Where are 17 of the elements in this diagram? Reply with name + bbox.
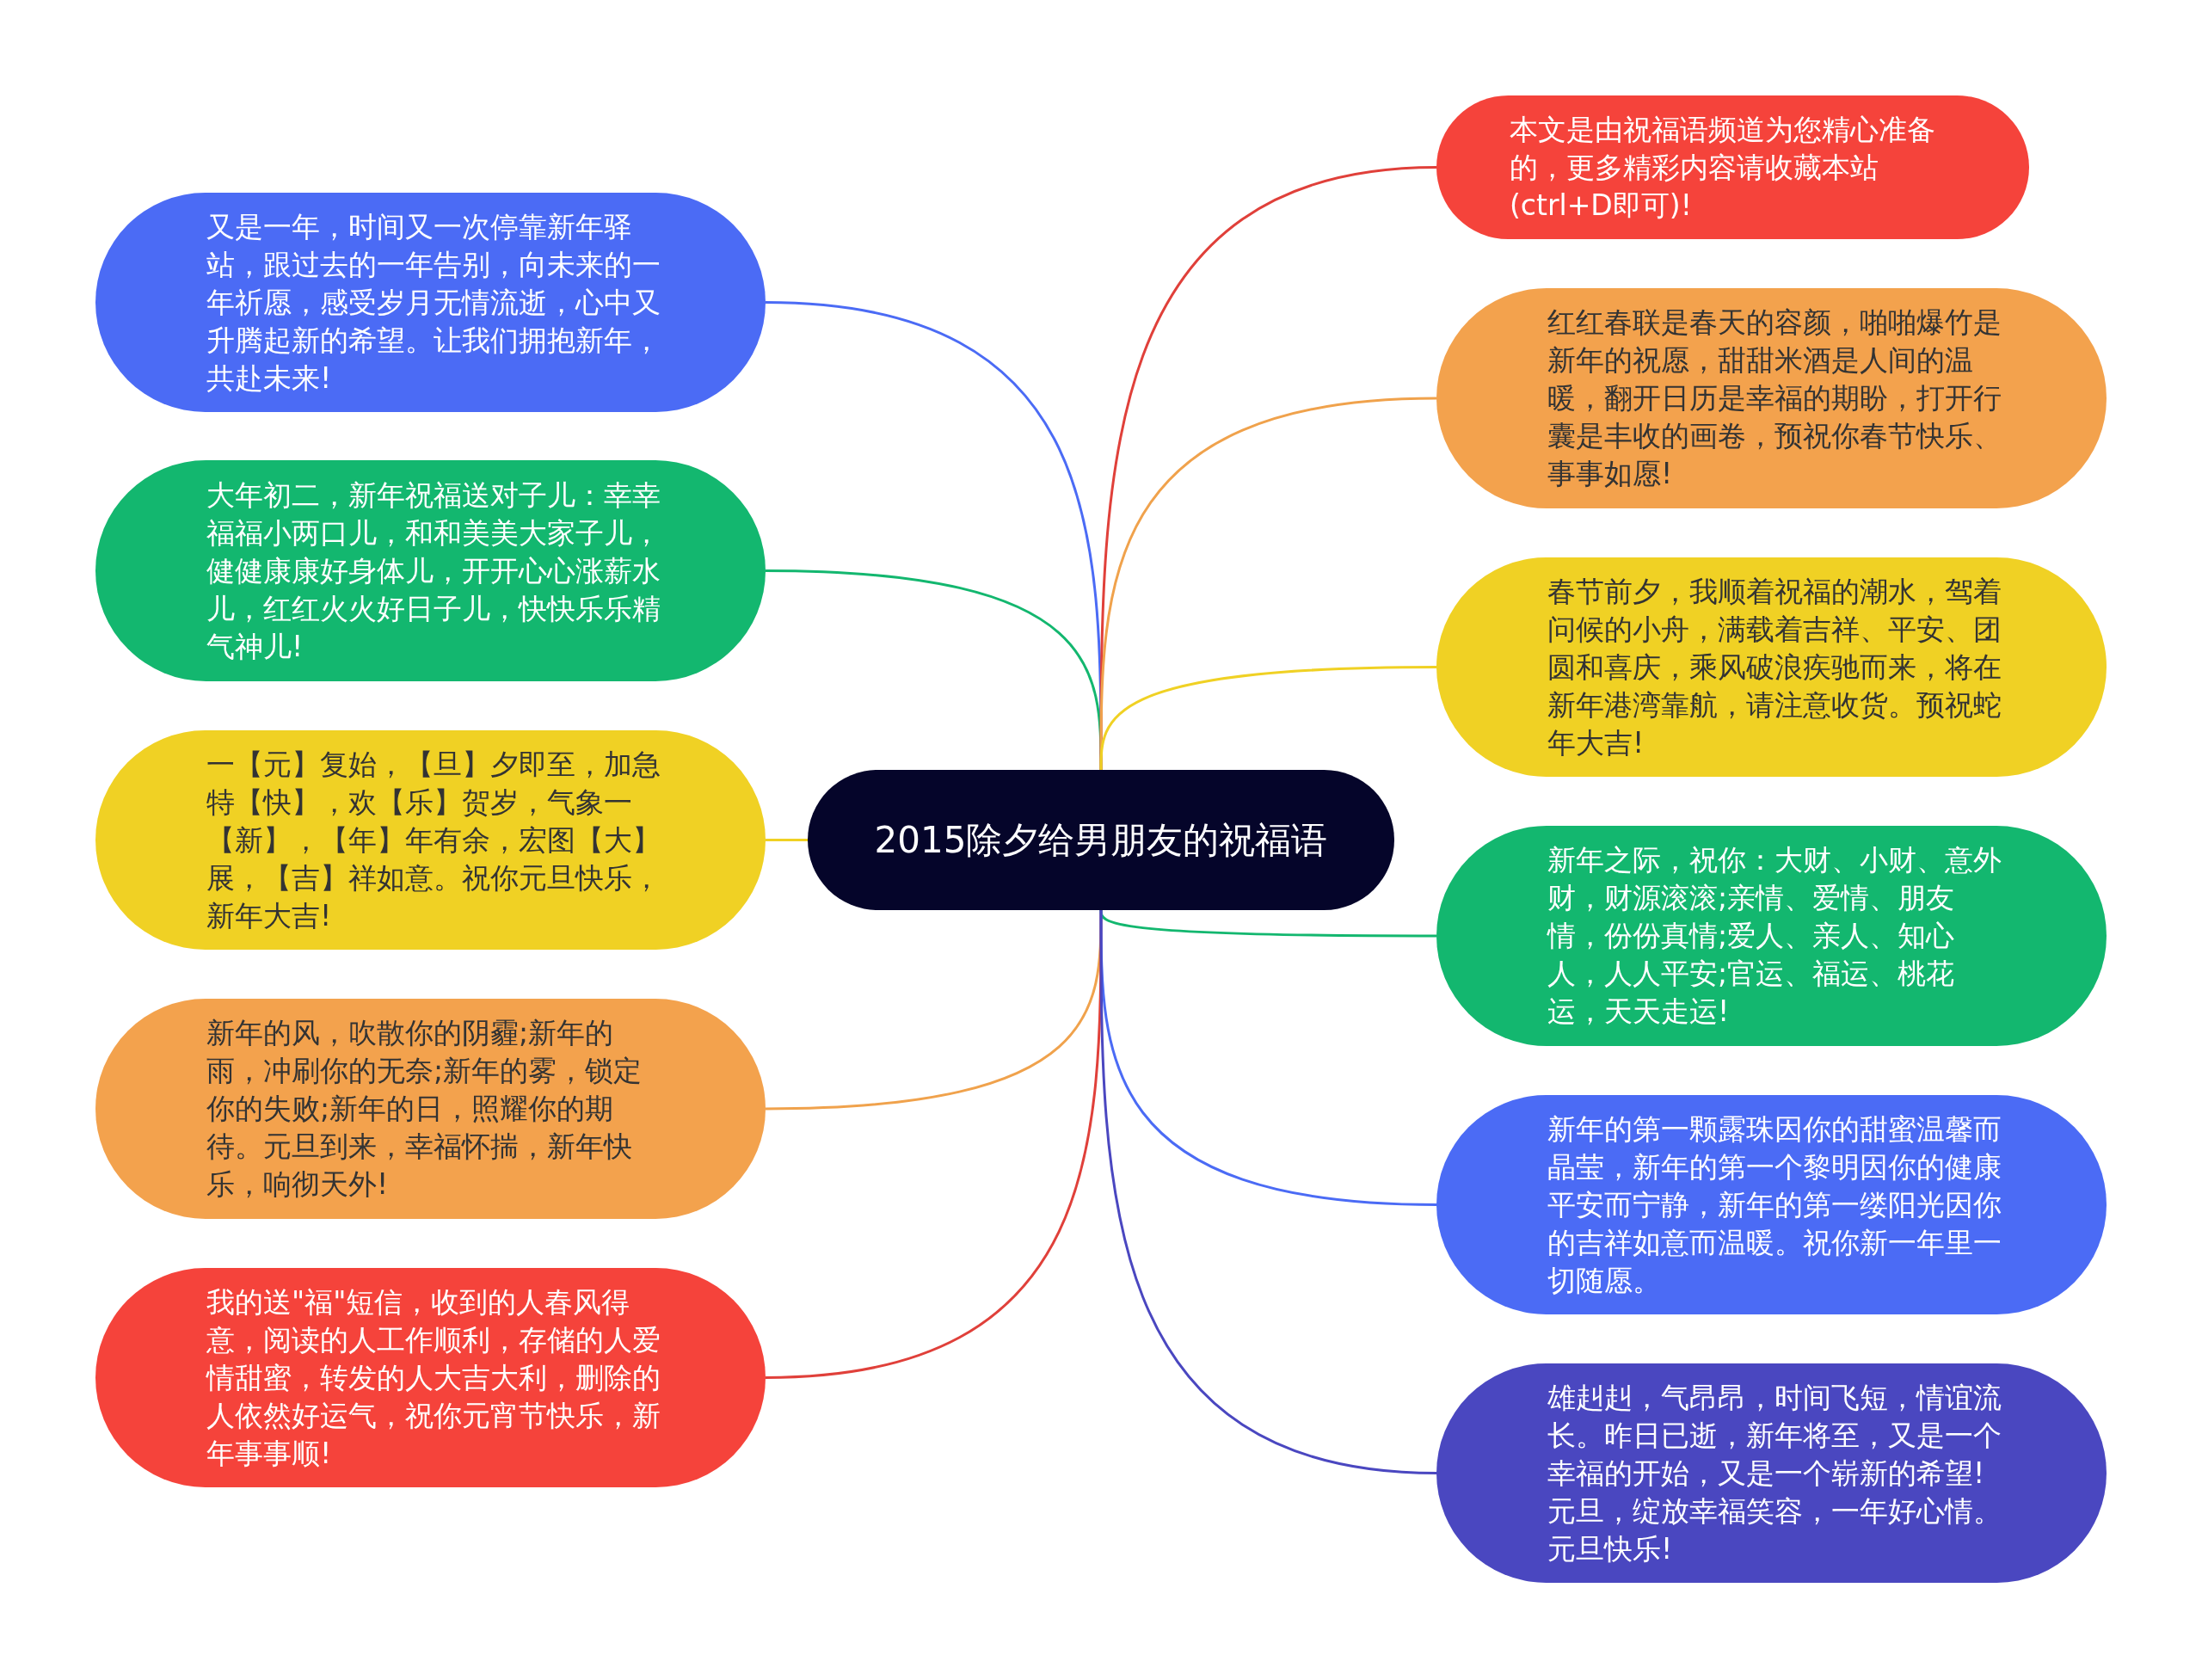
wish-text: 新年之际，祝你：大财、小财、意外财，财源滚滚;亲情、爱情、朋友情，份份真情;爱人、亲人、知心人，人人平安;官运、福运、桃花运，天天走运!: [1547, 842, 2002, 1030]
wish-text: 新年的风，吹散你的阴霾;新年的雨，冲刷你的无奈;新年的雾，锁定你的失败;新年的日，照耀你的期待。元旦到来，幸福怀揣，新年快乐，响彻天外!: [206, 1015, 643, 1203]
topic-title: 2015除夕给男朋友的祝福语: [874, 817, 1328, 863]
wish-text: 一【元】复始，【旦】夕即至，加急特【快】，欢【乐】贺岁，气象一【新】，【年】年有余，宏图【大】展，【吉】祥如意。祝你元旦快乐，新年大吉!: [206, 746, 661, 934]
connector-line: [765, 569, 1103, 770]
connector-line: [766, 839, 808, 841]
wish-text: 春节前夕，我顺着祝福的潮水，驾着问候的小舟，满载着吉祥、平安、团圆和喜庆，乘风破浪疾驰而来，将在新年港湾靠航，请注意收货。预祝蛇年大吉!: [1547, 573, 2002, 761]
connector-line: [1099, 666, 1436, 771]
connector-line: [1099, 397, 1437, 770]
wish-text: 大年初二，新年祝福送对子儿：幸幸福福小两口儿，和和美美大家子儿，健健康康好身体儿，开开心心涨薪水儿，红红火火好日子儿，快快乐乐精气神儿!: [206, 477, 661, 665]
wish-text: 我的送"福"短信，收到的人春风得意，阅读的人工作顺利，存储的人爱情甜蜜，转发的人大吉大利，删除的人依然好运气，祝你元宵节快乐，新年事事顺!: [206, 1283, 661, 1472]
wish-text: 本文是由祝福语频道为您精心准备的，更多精彩内容请收藏本站(ctrl+D即可)!: [1510, 111, 1936, 224]
connector-line: [765, 910, 1103, 1379]
wish-text: 又是一年，时间又一次停靠新年驿站，跟过去的一年告别，向未来的一年祈愿，感受岁月无情流逝，心中又升腾起新的希望。让我们拥抱新年，共赴未来!: [206, 208, 661, 397]
wish-text: 新年的第一颗露珠因你的甜蜜温馨而晶莹，新年的第一个黎明因你的健康平安而宁静，新年的第一缕阳光因你的吉祥如意而温暖。祝你新一年里一切随愿。: [1547, 1111, 2002, 1299]
wish-text: 雄赳赳，气昂昂，时间飞短，情谊流长。昨日已逝，新年将至，又是一个幸福的开始，又是一个崭新的希望!元旦，绽放幸福笑容，一年好心情。元旦快乐!: [1547, 1379, 2002, 1567]
wish-text: 红红春联是春天的容颜，啪啪爆竹是新年的祝愿，甜甜米酒是人间的温暖，翻开日历是幸福的期盼，打开行囊是丰收的画卷，预祝你春节快乐、事事如愿!: [1547, 305, 2002, 492]
